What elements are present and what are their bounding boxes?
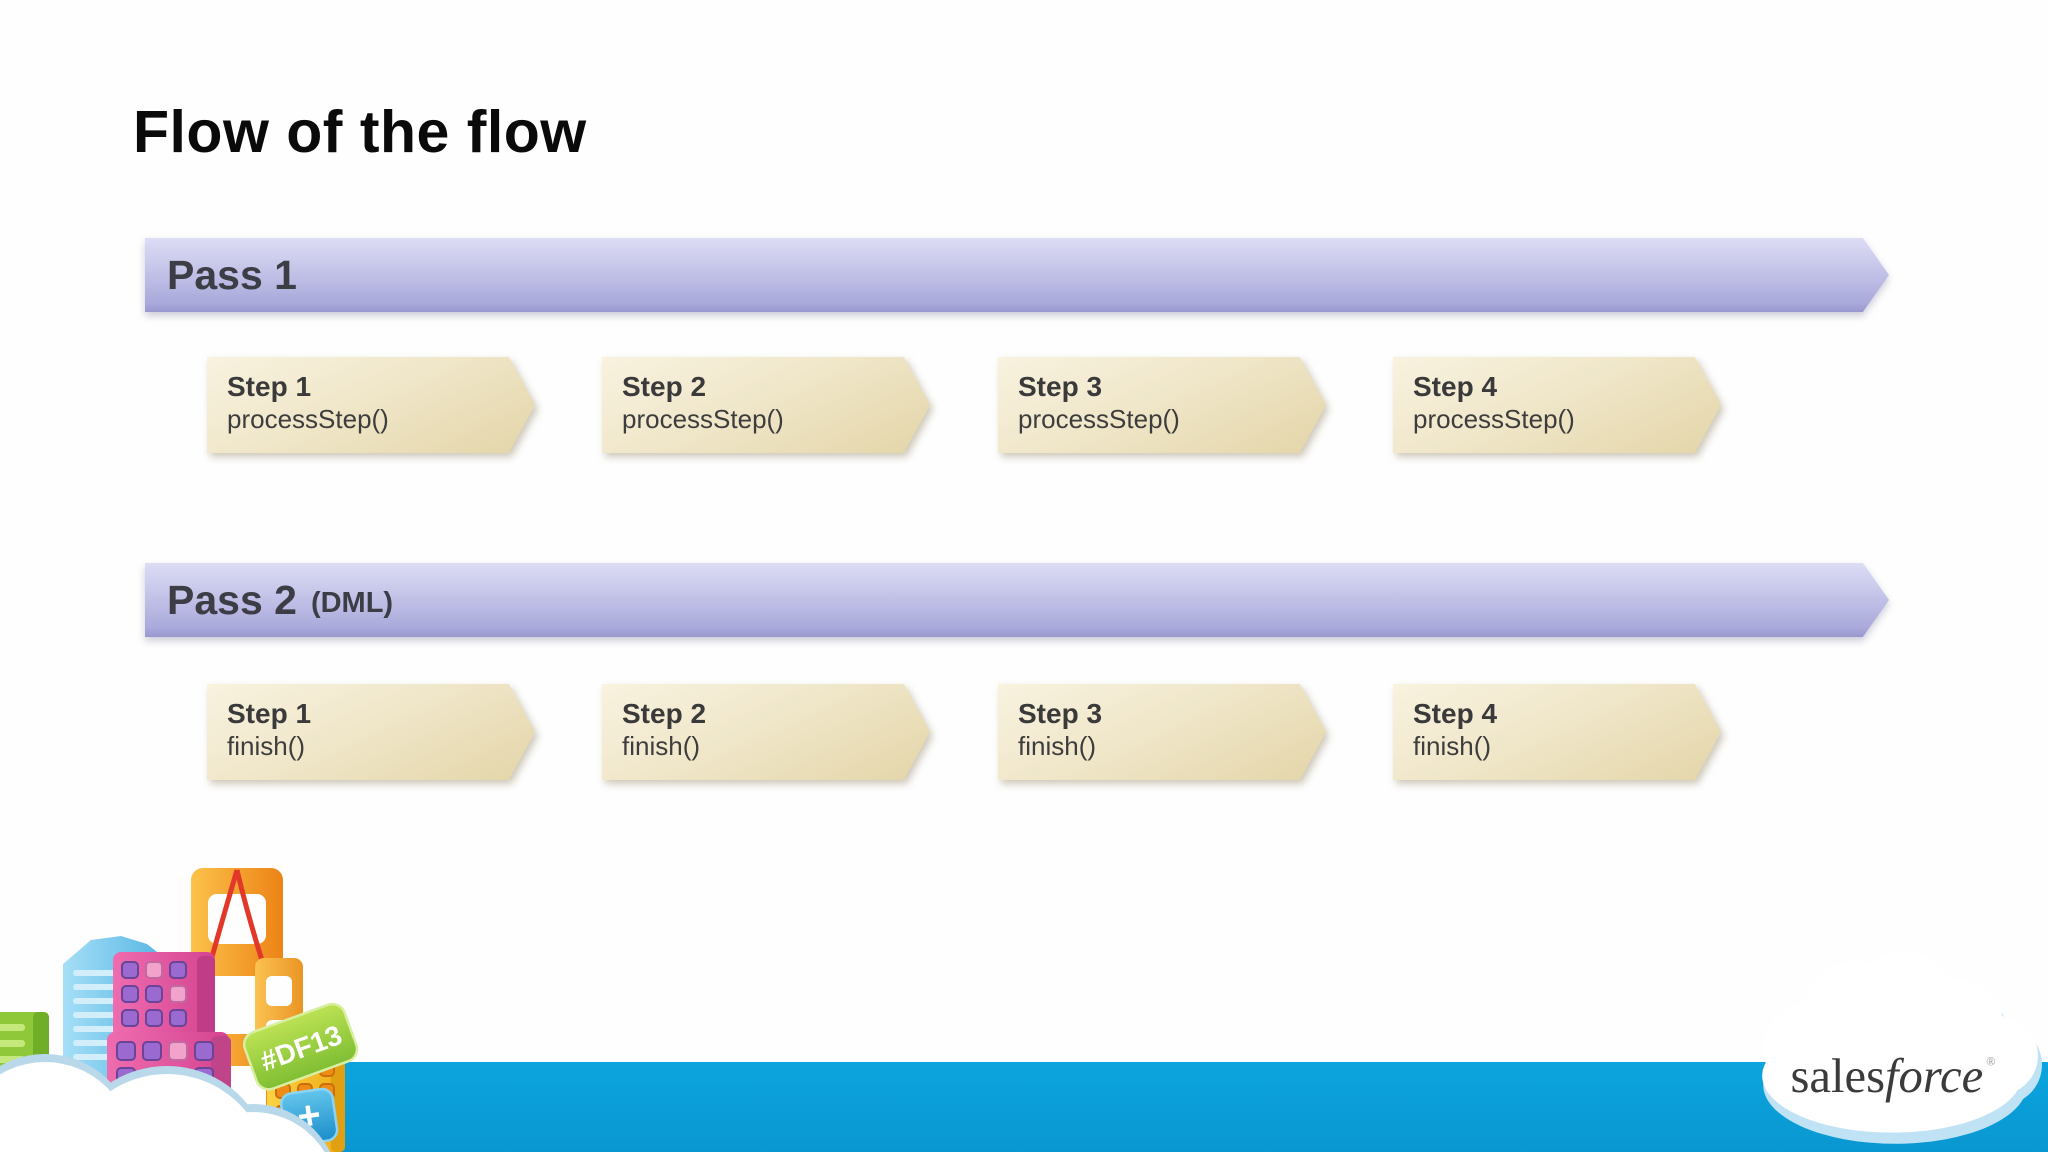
- step-code: processStep(): [622, 404, 784, 435]
- pass1-step2-arrow: Step 2 processStep(): [602, 357, 930, 453]
- pink-building-upper-icon: [113, 952, 215, 1040]
- pass2-banner-arrow: Pass 2 (DML): [145, 563, 1889, 637]
- step-title: Step 4: [1413, 371, 1498, 402]
- pass2-label: Pass 2: [167, 576, 297, 623]
- step-title: Step 1: [227, 371, 312, 402]
- step-title: Step 2: [622, 371, 707, 402]
- salesforce-wordmark: salesforce®: [1790, 1049, 1995, 1103]
- city-illustration-icon: #DF13 +: [0, 868, 359, 1152]
- step-arrow-shape: Step 3 processStep(): [998, 357, 1326, 453]
- pass1-step4-arrow: Step 4 processStep(): [1393, 357, 1721, 453]
- pass2-banner: Pass 2 (DML): [145, 563, 1889, 637]
- cloud-base-icon: [0, 1054, 331, 1152]
- step-arrow-shape: Step 2 processStep(): [602, 357, 930, 453]
- step-title: Step 3: [1018, 371, 1103, 402]
- step-code: processStep(): [1018, 404, 1180, 435]
- step-arrow-shape: Step 4 processStep(): [1393, 357, 1721, 453]
- pass1-banner: Pass 1: [145, 238, 1889, 312]
- pass1-banner-arrow: Pass 1: [145, 238, 1889, 312]
- step-code: finish(): [1018, 731, 1097, 762]
- page-title: Flow of the flow: [133, 99, 587, 165]
- step-arrow-shape: Step 2 finish(): [602, 684, 930, 780]
- step-code: processStep(): [227, 404, 389, 435]
- trademark-symbol: ®: [1986, 1055, 1995, 1069]
- wordmark-sales: sales: [1790, 1049, 1885, 1103]
- step-code: finish(): [227, 731, 306, 762]
- step-code: finish(): [1413, 731, 1492, 762]
- step-title: Step 4: [1413, 698, 1498, 729]
- pass1-step3-arrow: Step 3 processStep(): [998, 357, 1326, 453]
- pass1-step1-arrow: Step 1 processStep(): [207, 357, 535, 453]
- step-arrow-shape: Step 3 finish(): [998, 684, 1326, 780]
- step-title: Step 1: [227, 698, 312, 729]
- step-arrow-shape: Step 1 processStep(): [207, 357, 535, 453]
- step-code: finish(): [622, 731, 701, 762]
- pass2-step4-arrow: Step 4 finish(): [1393, 684, 1721, 780]
- salesforce-logo: salesforce®: [1762, 951, 2042, 1144]
- pass2-suffix: (DML): [310, 586, 394, 619]
- wordmark-force: force: [1885, 1049, 1983, 1103]
- df13-badge: #DF13: [242, 1002, 359, 1091]
- step-arrow-shape: Step 1 finish(): [207, 684, 535, 780]
- pass2-step1-arrow: Step 1 finish(): [207, 684, 535, 780]
- step-code: processStep(): [1413, 404, 1575, 435]
- pass1-label: Pass 1: [167, 251, 297, 298]
- step-arrow-shape: Step 4 finish(): [1393, 684, 1721, 780]
- salesforce-cloud-icon: [1762, 951, 2042, 1144]
- pass2-step2-arrow: Step 2 finish(): [602, 684, 930, 780]
- pass2-step3-arrow: Step 3 finish(): [998, 684, 1326, 780]
- step-title: Step 3: [1018, 698, 1103, 729]
- step-title: Step 2: [622, 698, 707, 729]
